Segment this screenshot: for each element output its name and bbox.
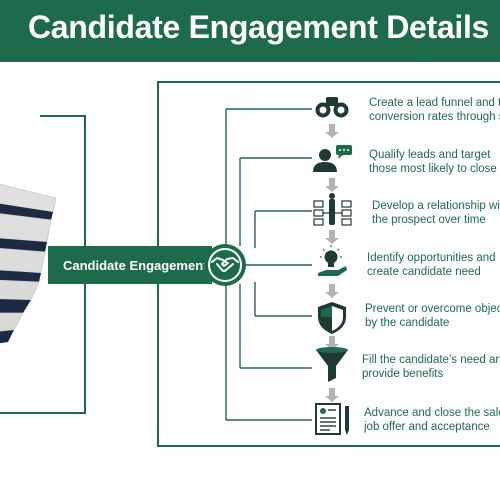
document-pen-icon — [315, 403, 349, 435]
page-title: Candidate Engagement Details — [28, 9, 490, 45]
step-text-3: Develop a relationship with the prospect… — [372, 199, 500, 227]
funnel-icon — [316, 347, 348, 382]
step-text-1: Create a lead funnel and track conversio… — [369, 96, 500, 124]
step-text-2: Qualify leads and target those most like… — [369, 148, 500, 176]
step-1-line-1: Create a lead funnel and track — [369, 97, 500, 109]
step-3-line-2: the prospect over time — [372, 214, 486, 226]
step-text-5: Prevent or overcome objections by the ca… — [365, 302, 500, 330]
step-1-line-2: conversion rates through stages — [369, 111, 500, 123]
handshake-icon — [211, 257, 239, 272]
step-2-line-2: those most likely to close — [369, 163, 497, 175]
step-arrows — [325, 124, 339, 402]
step-text-6: Fill the candidate’s need and provide be… — [362, 353, 500, 381]
binoculars-icon — [315, 97, 349, 118]
step-7-line-1: Advance and close the sale through — [364, 407, 500, 419]
step-6-line-1: Fill the candidate’s need and — [362, 354, 500, 366]
step-connectors — [225, 108, 312, 421]
lightbulb-hand-icon — [318, 245, 347, 276]
outer-frame — [0, 81, 500, 447]
engagement-band — [48, 246, 212, 284]
step-4-line-2: create candidate need — [367, 266, 481, 278]
step-5-line-2: by the candidate — [365, 317, 450, 329]
engagement-label: Candidate Engagement — [63, 258, 208, 273]
step-2-line-1: Qualify leads and target — [369, 149, 491, 161]
step-6-line-2: provide benefits — [362, 368, 444, 380]
handshake-hub — [204, 244, 246, 286]
step-7-line-2: job offer and acceptance — [364, 421, 490, 433]
step-text-4: Identify opportunities and create candid… — [367, 251, 500, 279]
network-people-icon — [313, 193, 352, 226]
step-text-7: Advance and close the sale through job o… — [364, 406, 500, 434]
step-5-line-1: Prevent or overcome objections — [365, 303, 500, 315]
funnel-graphic — [0, 183, 57, 344]
step-3-line-1: Develop a relationship with — [372, 200, 500, 212]
shield-icon — [318, 302, 346, 334]
title-bar — [0, 0, 500, 62]
person-speech-icon — [313, 145, 352, 172]
step-4-line-1: Identify opportunities and — [367, 252, 496, 264]
